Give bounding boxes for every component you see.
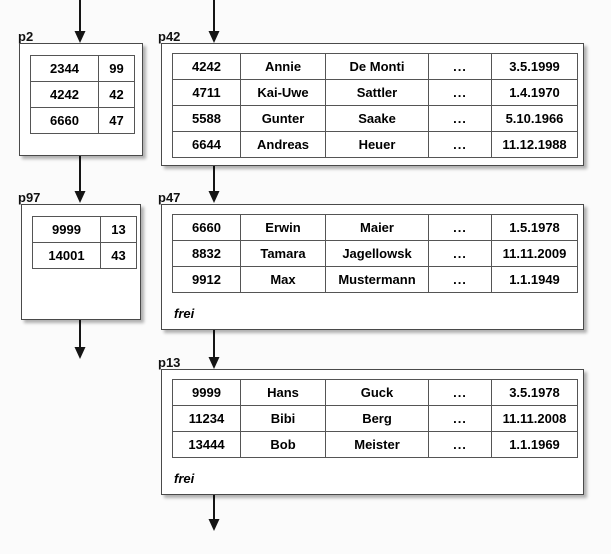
- arrow-p42-to-p47: [208, 166, 220, 203]
- index-pointer: 99: [98, 55, 135, 82]
- record-id: 5588: [172, 105, 241, 132]
- record-more: ...: [428, 105, 492, 132]
- data-table-p13: 9999 Hans Guck ... 3.5.1978 11234 Bibi B…: [172, 379, 578, 458]
- table-row: 13444 Bob Meister ... 1.1.1969: [172, 431, 578, 458]
- record-first: Tamara: [240, 240, 326, 267]
- record-more: ...: [428, 79, 492, 106]
- record-first: Gunter: [240, 105, 326, 132]
- record-first: Bibi: [240, 405, 326, 432]
- record-id: 6644: [172, 131, 241, 158]
- record-id: 9999: [172, 379, 241, 406]
- table-row: 14001 43: [32, 242, 137, 269]
- table-row: 4711 Kai-Uwe Sattler ... 1.4.1970: [172, 79, 578, 106]
- record-date: 5.10.1966: [491, 105, 578, 132]
- index-key: 2344: [30, 55, 99, 82]
- record-more: ...: [428, 131, 492, 158]
- table-row: 6660 47: [30, 107, 135, 134]
- record-last: De Monti: [325, 53, 429, 80]
- record-more: ...: [428, 379, 492, 406]
- table-row: 2344 99: [30, 55, 135, 82]
- record-date: 11.11.2009: [491, 240, 578, 267]
- index-key: 6660: [30, 107, 99, 134]
- table-row: 9999 13: [32, 216, 137, 243]
- table-row: 9999 Hans Guck ... 3.5.1978: [172, 379, 578, 406]
- record-more: ...: [428, 266, 492, 293]
- record-date: 1.5.1978: [491, 214, 578, 241]
- free-space-label-p13: frei: [174, 471, 195, 486]
- arrow-out-of-p13: [208, 492, 220, 531]
- table-row: 11234 Bibi Berg ... 11.11.2008: [172, 405, 578, 432]
- index-pointer: 42: [98, 81, 135, 108]
- record-more: ...: [428, 240, 492, 267]
- arrow-p47-to-p13: [208, 330, 220, 369]
- arrow-into-p42: [208, 0, 220, 43]
- index-pointer: 47: [98, 107, 135, 134]
- record-date: 1.4.1970: [491, 79, 578, 106]
- record-first: Andreas: [240, 131, 326, 158]
- record-last: Heuer: [325, 131, 429, 158]
- record-first: Max: [240, 266, 326, 293]
- index-pointer: 13: [100, 216, 137, 243]
- page-label-p13: p13: [158, 355, 181, 370]
- record-first: Bob: [240, 431, 326, 458]
- table-row: 8832 Tamara Jagellowsk ... 11.11.2009: [172, 240, 578, 267]
- record-date: 3.5.1978: [491, 379, 578, 406]
- record-date: 1.1.1949: [491, 266, 578, 293]
- table-row: 5588 Gunter Saake ... 5.10.1966: [172, 105, 578, 132]
- index-table-p97: 9999 13 14001 43: [32, 216, 137, 269]
- record-first: Kai-Uwe: [240, 79, 326, 106]
- index-table-p2: 2344 99 4242 42 6660 47: [30, 55, 135, 134]
- record-more: ...: [428, 431, 492, 458]
- arrow-into-p2: [74, 0, 86, 43]
- record-id: 4242: [172, 53, 241, 80]
- record-id: 8832: [172, 240, 241, 267]
- record-id: 6660: [172, 214, 241, 241]
- index-pointer: 43: [100, 242, 137, 269]
- record-more: ...: [428, 214, 492, 241]
- record-id: 13444: [172, 431, 241, 458]
- record-date: 3.5.1999: [491, 53, 578, 80]
- record-date: 11.12.1988: [491, 131, 578, 158]
- arrow-out-of-p97: [74, 318, 86, 359]
- record-first: Hans: [240, 379, 326, 406]
- free-space-label-p47: frei: [174, 306, 195, 321]
- record-last: Meister: [325, 431, 429, 458]
- index-key: 4242: [30, 81, 99, 108]
- record-last: Sattler: [325, 79, 429, 106]
- table-row: 6660 Erwin Maier ... 1.5.1978: [172, 214, 578, 241]
- record-last: Saake: [325, 105, 429, 132]
- table-row: 6644 Andreas Heuer ... 11.12.1988: [172, 131, 578, 158]
- record-more: ...: [428, 53, 492, 80]
- record-last: Guck: [325, 379, 429, 406]
- record-last: Mustermann: [325, 266, 429, 293]
- record-first: Annie: [240, 53, 326, 80]
- data-table-p42: 4242 Annie De Monti ... 3.5.1999 4711 Ka…: [172, 53, 578, 158]
- record-first: Erwin: [240, 214, 326, 241]
- page-label-p97: p97: [18, 190, 41, 205]
- record-last: Jagellowsk: [325, 240, 429, 267]
- record-id: 11234: [172, 405, 241, 432]
- record-date: 11.11.2008: [491, 405, 578, 432]
- record-last: Maier: [325, 214, 429, 241]
- table-row: 4242 42: [30, 81, 135, 108]
- page-label-p47: p47: [158, 190, 181, 205]
- index-key: 14001: [32, 242, 101, 269]
- table-row: 9912 Max Mustermann ... 1.1.1949: [172, 266, 578, 293]
- arrow-p2-to-p97: [74, 156, 86, 203]
- index-key: 9999: [32, 216, 101, 243]
- page-label-p2: p2: [18, 29, 34, 44]
- record-id: 9912: [172, 266, 241, 293]
- record-id: 4711: [172, 79, 241, 106]
- table-row: 4242 Annie De Monti ... 3.5.1999: [172, 53, 578, 80]
- page-label-p42: p42: [158, 29, 181, 44]
- record-date: 1.1.1969: [491, 431, 578, 458]
- record-last: Berg: [325, 405, 429, 432]
- record-more: ...: [428, 405, 492, 432]
- data-table-p47: 6660 Erwin Maier ... 1.5.1978 8832 Tamar…: [172, 214, 578, 293]
